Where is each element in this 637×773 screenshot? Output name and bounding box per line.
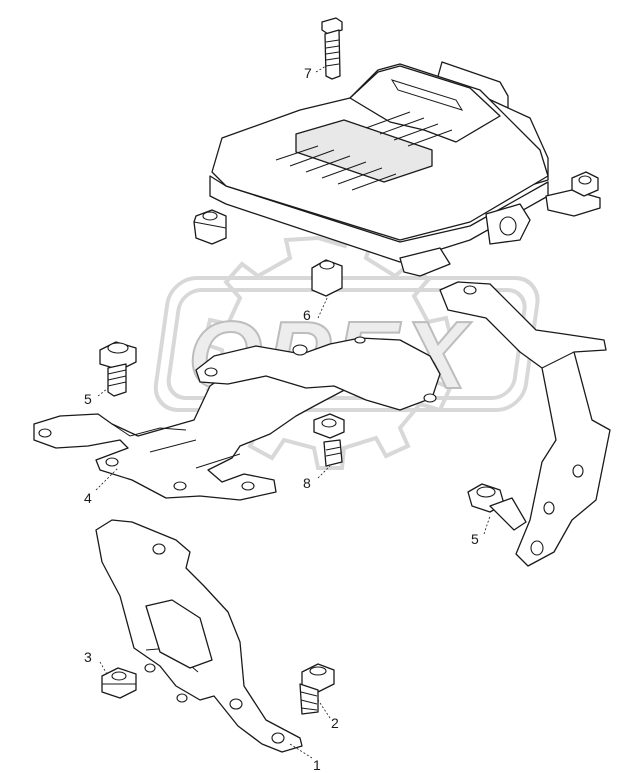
callout-2: 2 xyxy=(331,715,339,731)
nut-3 xyxy=(101,667,137,699)
right-arm-bracket xyxy=(439,281,611,567)
bracket-4 xyxy=(33,369,353,501)
bolt-2 xyxy=(299,663,335,715)
leader-lines xyxy=(95,65,491,759)
callout-1: 1 xyxy=(313,757,321,773)
callouts: 7 6 5 4 8 5 3 2 1 xyxy=(84,65,479,773)
bolt-5-left xyxy=(99,341,137,397)
bracket-1 xyxy=(95,519,303,753)
bolt-5-right xyxy=(467,483,527,531)
bolt-7 xyxy=(321,17,343,80)
callout-8: 8 xyxy=(303,475,311,491)
callout-4: 4 xyxy=(84,490,92,506)
callout-6: 6 xyxy=(303,307,311,323)
callout-5-left: 5 xyxy=(84,391,92,407)
callout-5-right: 5 xyxy=(471,531,479,547)
nut-ecu-right xyxy=(571,171,599,197)
callout-7: 7 xyxy=(304,65,312,81)
ecu-housing xyxy=(209,61,601,277)
mounting-plate xyxy=(195,336,441,411)
nut-ecu-center xyxy=(311,259,343,297)
nut-ecu-left xyxy=(193,209,227,245)
callout-3: 3 xyxy=(84,649,92,665)
bolt-8 xyxy=(313,413,345,467)
